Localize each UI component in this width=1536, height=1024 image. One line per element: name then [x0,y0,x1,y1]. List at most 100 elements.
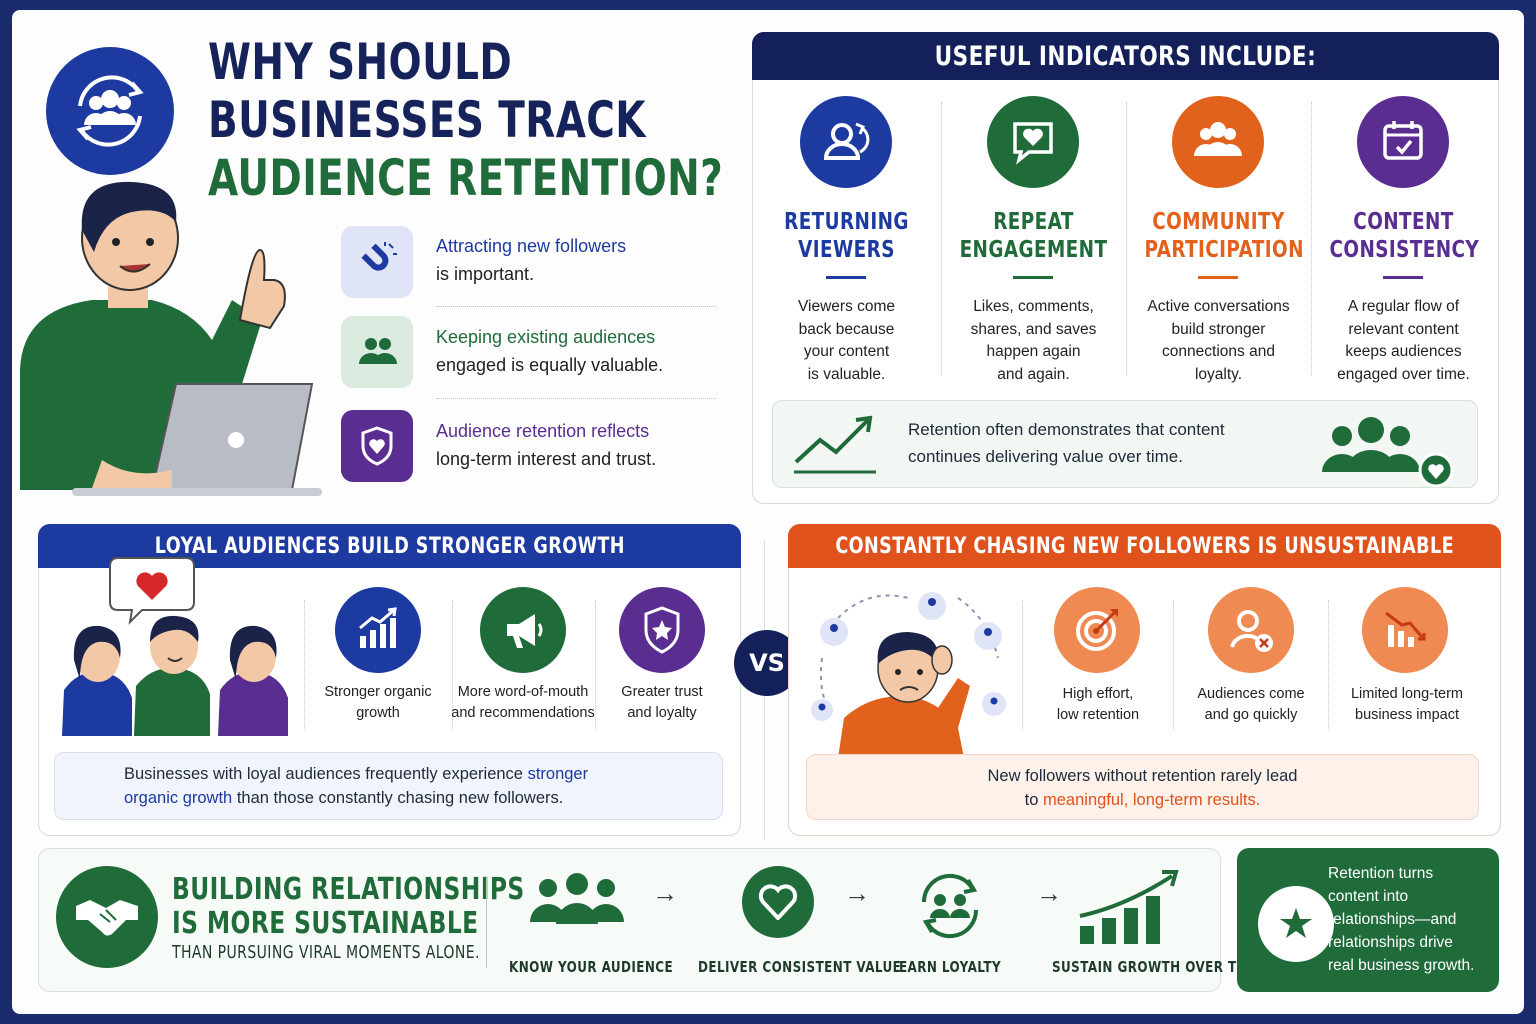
indicator-repeat-engagement: REPEAT ENGAGEMENT Likes, comments, share… [941,96,1126,386]
indicator-desc: Likes, comments, shares, and saves happe… [941,296,1126,386]
step-label: SUSTAIN GROWTH OVER TIME [1052,958,1263,976]
megaphone-icon [480,587,566,673]
loyal-heading: LOYAL AUDIENCES BUILD STRONGER GROWTH [154,533,625,559]
chase-note-box [806,754,1479,820]
calendar-check-icon [1357,96,1449,188]
growth-bars-icon [1076,866,1186,951]
chase-note-text: New followers without retention rarely l… [806,764,1479,812]
vs-label: VS [749,649,785,677]
loyal-group-heart-icon [1312,410,1462,495]
users-icon [341,316,413,388]
divider [595,600,596,730]
desc-line: Active conversations [1147,298,1290,315]
target-icon [1054,587,1140,673]
summary-text: Retention turns content into relationshi… [1328,862,1474,977]
point-1-rest: is important. [436,264,535,284]
item-line: More word-of-mouth [457,684,589,700]
chase-item-3-text: Limited long-term business impact [1332,684,1482,726]
divider [1173,600,1174,730]
shield-star-icon [619,587,705,673]
loyal-item-1-text: Stronger organic growth [308,682,448,724]
step-sustain-growth: SUSTAIN GROWTH OVER TIME [1052,866,1263,986]
step-label: KNOW YOUR AUDIENCE [509,958,674,976]
arrow-icon: → [844,878,870,908]
arrow-icon: → [652,878,678,908]
indicator-title: REPEAT ENGAGEMENT [960,208,1108,264]
indicator-underline [1013,276,1053,279]
note-highlight: organic growth [124,789,233,807]
loyal-item-3-text: Greater trust and loyalty [592,682,732,724]
divider [436,398,716,399]
divider [1126,102,1127,376]
indicators-heading-bar: USEFUL INDICATORS INCLUDE: [752,32,1499,80]
star-badge-icon [1258,886,1334,962]
indicators-heading: USEFUL INDICATORS INCLUDE: [934,40,1317,72]
indicator-title-line1: COMMUNITY [1152,209,1285,235]
note-line: New followers without retention rarely l… [987,767,1298,785]
magnet-icon [341,226,413,298]
note-highlight: stronger [527,765,589,783]
item-line: Audiences come [1197,686,1305,702]
indicator-title: CONTENT CONSISTENCY [1329,208,1480,264]
desc-line: shares, and saves [970,320,1097,338]
step-label: DELIVER CONSISTENT VALUE [698,958,902,976]
desc-line: engaged over time. [1337,365,1470,383]
growth-chart-icon [335,587,421,673]
declining-chart-icon [1362,587,1448,673]
item-line: and recommendations [451,705,595,721]
note-highlight: meaningful, long-term results. [1043,791,1261,809]
step-label: EARN LOYALTY [898,958,1002,976]
arrow-icon: → [1036,878,1062,908]
desc-line: relevant content [1348,320,1459,338]
point-3-highlight: Audience retention reflects [436,421,650,441]
infographic-page: WHY SHOULD BUSINESSES TRACK AUDIENCE RET… [12,10,1524,1014]
indicator-title-line2: VIEWERS [798,237,895,263]
item-line: Stronger organic [324,684,432,700]
banner-title-1: BUILDING RELATIONSHIPS [172,872,525,907]
summary-line: relationships drive [1328,934,1453,951]
stressed-man-illustration [808,578,1018,758]
indicator-title-line2: CONSISTENCY [1329,237,1480,263]
divider [1311,102,1312,376]
item-line: business impact [1355,707,1459,723]
indicator-title: RETURNING VIEWERS [773,208,921,264]
loyal-note-box [54,752,723,820]
desc-line: is valuable. [807,365,886,383]
step-deliver-value: DELIVER CONSISTENT VALUE [688,866,902,986]
item-line: Greater trust [621,684,703,700]
point-3-rest: long-term interest and trust. [436,449,657,469]
relationships-banner [38,848,1221,992]
indicator-community-participation: COMMUNITY PARTICIPATION Active conversat… [1126,96,1311,386]
retention-note-box [772,400,1478,488]
banner-title-2: IS MORE SUSTAINABLE [172,906,479,941]
trend-up-icon [790,410,880,485]
banner-subtitle: THAN PURSUING VIRAL MOMENTS ALONE. [172,942,480,963]
step-earn-loyalty: EARN LOYALTY [880,866,1020,986]
divider [1328,600,1329,730]
summary-line: real business growth. [1328,957,1475,974]
divider [1022,600,1023,730]
point-1-highlight: Attracting new followers [436,236,627,256]
divider [452,600,453,730]
user-remove-icon [1208,587,1294,673]
note-line: to meaningful, long-term results. [806,788,1479,812]
handshake-icon [56,866,158,968]
audience-group-icon [528,872,626,937]
indicator-returning-viewers: RETURNING VIEWERS Viewers come back beca… [754,96,939,386]
summary-line: content into [1328,888,1409,905]
desc-line: Viewers come [797,298,896,315]
title-line-3: AUDIENCE RETENTION? [208,149,724,207]
desc-line: loyalty. [1194,365,1243,383]
retention-note-text: Retention often demonstrates that conten… [908,416,1225,470]
desc-line: Likes, comments, [973,298,1094,315]
chase-heading: CONSTANTLY CHASING NEW FOLLOWERS IS UNSU… [835,533,1454,559]
returning-user-icon [800,96,892,188]
item-line: and go quickly [1204,707,1298,723]
desc-line: build stronger [1171,320,1266,338]
desc-line: back because [798,320,895,338]
loyal-note-text: Businesses with loyal audiences frequent… [124,762,684,810]
community-icon [1172,96,1264,188]
title-line-2: BUSINESSES TRACK [208,91,646,149]
retention-cycle-icon [46,47,174,175]
heart-icon [742,866,814,938]
